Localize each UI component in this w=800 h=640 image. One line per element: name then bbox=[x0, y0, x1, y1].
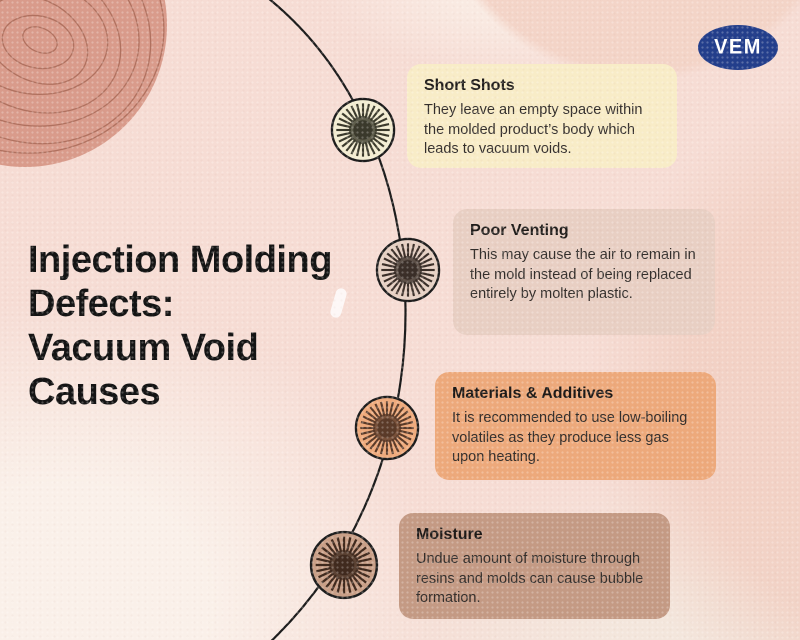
card-moisture: Moisture Undue amount of moisture throug… bbox=[399, 513, 670, 619]
starburst-icon bbox=[354, 395, 420, 461]
title-line: Vacuum Void bbox=[28, 327, 259, 369]
card-heading: Short Shots bbox=[424, 77, 515, 94]
card-body: They leave an empty space within the mol… bbox=[424, 102, 643, 157]
card-heading: Materials & Additives bbox=[452, 385, 614, 402]
page-title: Injection Molding Defects: Vacuum Void C… bbox=[28, 238, 332, 414]
title-line: Defects: bbox=[28, 283, 174, 325]
card-heading: Moisture bbox=[416, 526, 483, 543]
starburst-icon bbox=[309, 530, 379, 600]
starburst-icon bbox=[375, 237, 441, 303]
starburst-icon bbox=[330, 97, 396, 163]
card-body: Undue amount of moisture through resins … bbox=[416, 551, 644, 606]
card-heading: Poor Venting bbox=[470, 222, 569, 239]
card-short-shots: Short Shots They leave an empty space wi… bbox=[407, 64, 677, 168]
vem-logo: VEM bbox=[698, 25, 778, 70]
vem-logo-text: VEM bbox=[714, 35, 762, 59]
card-materials-additives: Materials & Additives It is recommended … bbox=[435, 372, 716, 480]
card-body: This may cause the air to remain in the … bbox=[470, 247, 696, 302]
card-body: It is recommended to use low-boiling vol… bbox=[452, 410, 688, 465]
card-poor-venting: Poor Venting This may cause the air to r… bbox=[453, 209, 715, 335]
title-line: Injection Molding bbox=[28, 239, 332, 281]
title-line: Causes bbox=[28, 371, 161, 413]
